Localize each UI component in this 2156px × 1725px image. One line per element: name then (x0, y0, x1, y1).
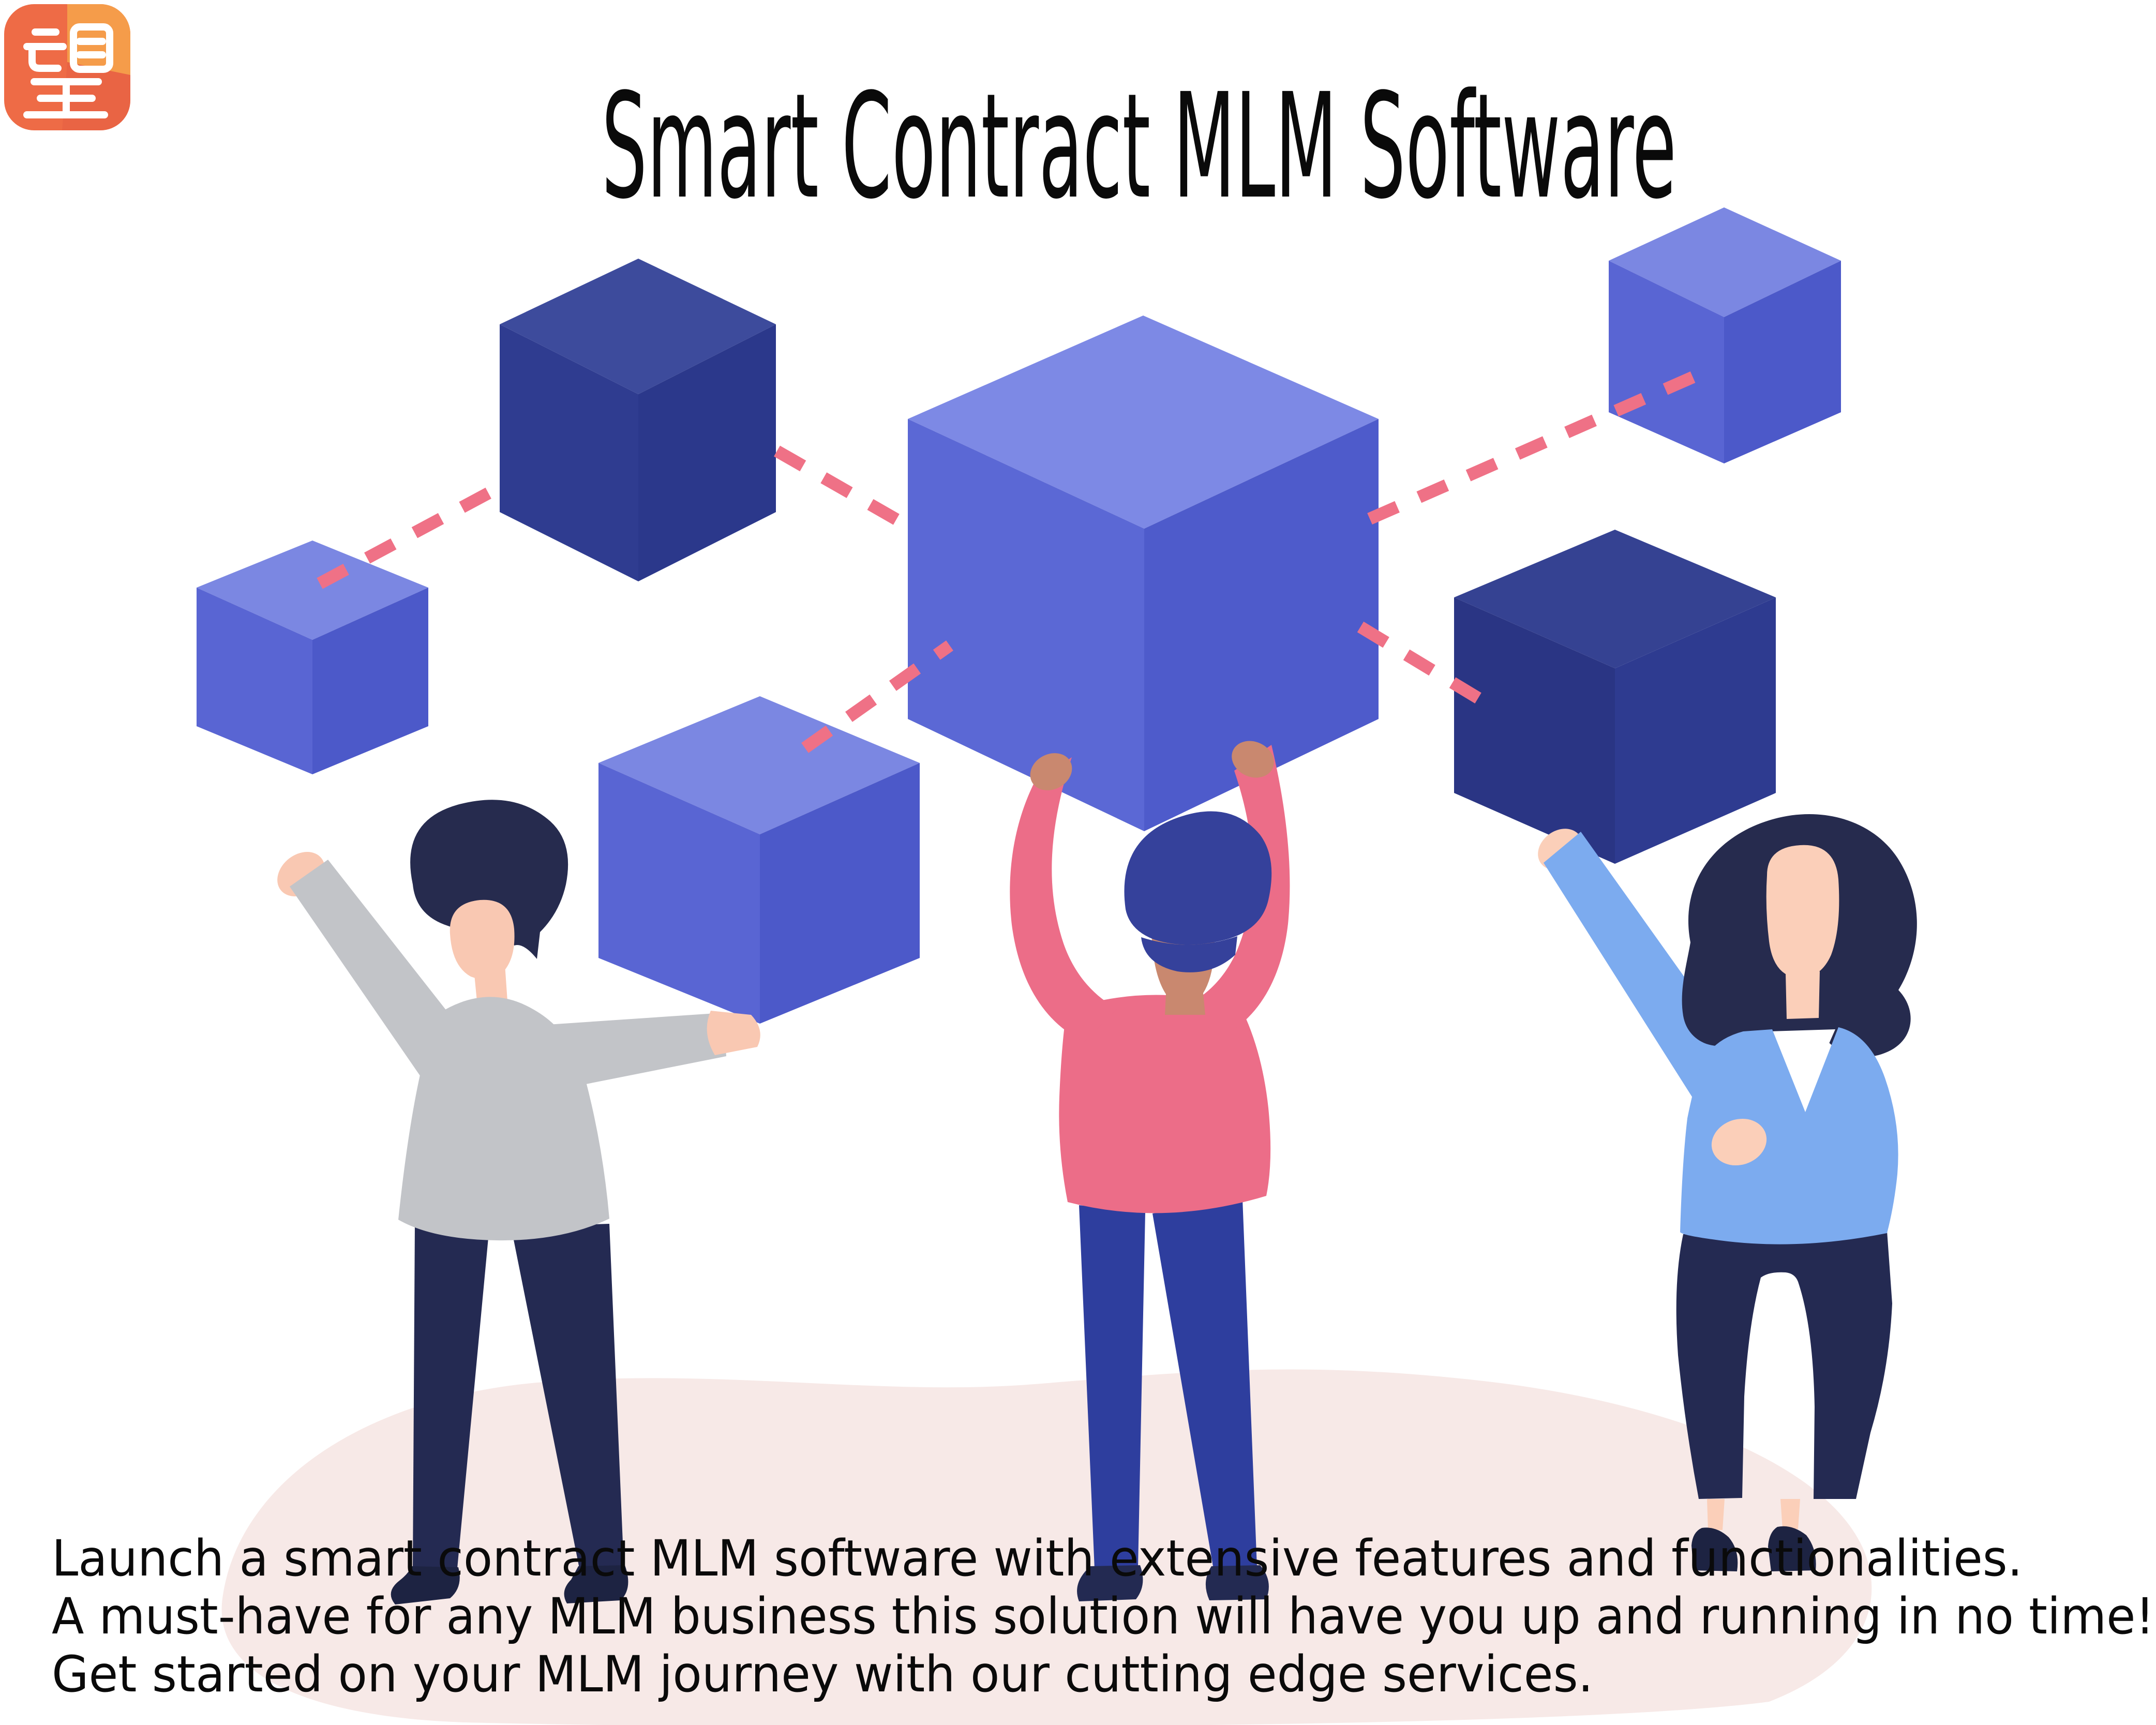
hair (1124, 811, 1272, 945)
connector-line (317, 484, 499, 589)
ground-blob (221, 1369, 1872, 1725)
cube-right-face (1144, 419, 1379, 831)
pants (1676, 1231, 1892, 1499)
shoe (1768, 1526, 1816, 1571)
cube-top-face (1454, 530, 1776, 668)
cube-top-right-small (1609, 207, 1841, 463)
leg (1079, 1205, 1145, 1569)
left-arm-sleeve (1010, 757, 1117, 1042)
footer-line-2: A must-have for any MLM business this so… (52, 1587, 2154, 1645)
cube-top-face (500, 259, 776, 394)
neck (1786, 971, 1820, 1019)
cube-left-face (1609, 261, 1724, 463)
cube-right-face (638, 324, 776, 581)
cube-right-face (760, 763, 920, 1024)
cube-left-face (908, 419, 1144, 831)
cube-top-face (197, 541, 428, 640)
cube-right-face (312, 588, 428, 774)
cube-right-face (1615, 597, 1776, 864)
wang-app-logo-icon (4, 4, 130, 130)
face (450, 899, 515, 980)
ankle (1780, 1499, 1800, 1529)
holding-sleeve (525, 1013, 726, 1093)
hair (410, 800, 568, 959)
cube-left-small (197, 541, 428, 774)
cube-left-face (598, 763, 760, 1024)
cube-left-face (500, 324, 638, 581)
cube-top-left-dark (500, 259, 776, 581)
person-pink-sweater (1010, 741, 1290, 1601)
right-hand (1232, 741, 1274, 778)
cube-right-face (1724, 261, 1841, 463)
footer-line-1: Launch a smart contract MLM software wit… (52, 1529, 2023, 1587)
right-arm-sleeve (1188, 745, 1290, 1039)
sweater-body (1059, 995, 1271, 1213)
blue-top-body (1680, 1027, 1898, 1244)
person-gray-sweater (277, 800, 760, 1604)
cube-center-large (908, 316, 1379, 831)
cube-top-face (908, 316, 1379, 529)
connector-line (1367, 366, 1709, 524)
hip-hand (1711, 1118, 1767, 1166)
footer-line-3: Get started on your MLM journey with our… (52, 1645, 1593, 1703)
shoe (564, 1565, 628, 1603)
leg (511, 1224, 624, 1568)
shoe (1691, 1527, 1738, 1571)
face (1766, 845, 1839, 978)
cube-left-face (1454, 597, 1615, 864)
shirt-vneck (1769, 1029, 1835, 1098)
cube-left-face (197, 588, 312, 774)
cube-top-face (1609, 207, 1841, 317)
cube-right-dark (1454, 530, 1776, 864)
connector-line (1357, 621, 1487, 707)
network-links (317, 366, 1709, 753)
cube-held-by-left-person (598, 696, 920, 1024)
footer-copy: Launch a smart contract MLM software wit… (52, 1529, 2154, 1703)
cube-top-face (598, 696, 920, 834)
leg (413, 1224, 489, 1568)
connector-line (801, 640, 953, 753)
raised-sleeve (290, 860, 472, 1086)
person-blue-top (1538, 814, 1917, 1571)
shoe (1205, 1565, 1269, 1600)
ankle (1707, 1499, 1725, 1530)
holding-hand (707, 1011, 760, 1055)
logo-glyph-strokes (23, 23, 113, 118)
left-hand (1030, 753, 1072, 790)
page-title: Smart Contract MLM Software (602, 63, 1676, 231)
leg (1152, 1199, 1257, 1569)
shoe (1077, 1565, 1143, 1601)
connector-line (774, 445, 912, 532)
shoe (391, 1566, 460, 1604)
hair-lower (1141, 936, 1237, 972)
